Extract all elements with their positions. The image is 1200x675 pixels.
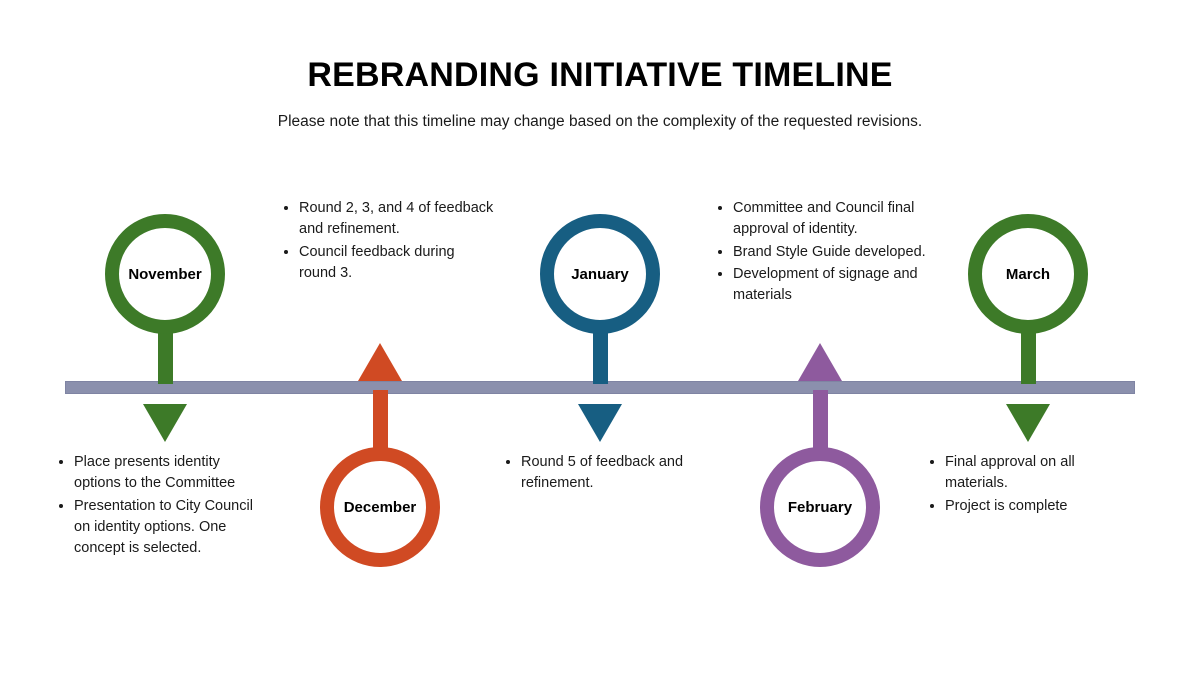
list-item: Round 2, 3, and 4 of feedback and refine… [299,198,494,241]
milestone-label-march: March [1005,265,1051,283]
list-item: Development of signage and materials [733,264,928,307]
milestone-circle-december[interactable]: December [320,447,440,567]
page-subtitle: Please note that this timeline may chang… [277,113,923,130]
list-item: Round 5 of feedback and refinement. [521,452,714,495]
milestone-circle-november[interactable]: November [105,214,225,334]
stem-march [1020,328,1036,384]
stem-january [592,328,608,384]
milestone-bullets-march: Final approval on all materials. Project… [928,452,1128,518]
milestone-bullets-january: Round 5 of feedback and refinement. [504,452,714,496]
stem-november [157,328,173,384]
milestone-bullets-november: Place presents identity options to the C… [57,452,269,561]
list-item: Committee and Council final approval of … [733,198,928,241]
arrow-down-icon-november [143,404,187,442]
arrow-down-icon-march [1006,404,1050,442]
milestone-bullets-december: Round 2, 3, and 4 of feedback and refine… [282,198,494,285]
arrow-up-icon-february [798,343,842,381]
milestone-label-january: January [571,265,629,283]
list-item: Council feedback during round 3. [299,242,494,285]
stem-december [372,390,388,454]
milestone-circle-february[interactable]: February [760,447,880,567]
milestone-label-december: December [343,498,417,516]
list-item: Brand Style Guide developed. [733,242,928,263]
milestone-label-february: February [787,498,853,516]
milestone-label-november: November [128,265,202,283]
page-title: REBRANDING INITIATIVE TIMELINE [307,56,893,94]
list-item: Project is complete [945,496,1128,517]
arrow-up-icon-december [358,343,402,381]
list-item: Presentation to City Council on identity… [74,496,269,560]
arrow-down-icon-january [578,404,622,442]
milestone-circle-march[interactable]: March [968,214,1088,334]
milestone-circle-january[interactable]: January [540,214,660,334]
stem-february [812,390,828,454]
list-item: Final approval on all materials. [945,452,1128,495]
list-item: Place presents identity options to the C… [74,452,269,495]
milestone-bullets-february: Committee and Council final approval of … [716,198,928,308]
